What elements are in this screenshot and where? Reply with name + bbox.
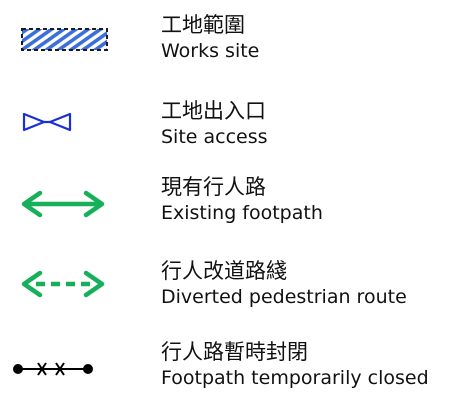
legend-label-en: Diverted pedestrian route xyxy=(161,286,407,308)
site-access-bowtie-icon xyxy=(22,112,72,132)
legend-label-zh: 行人路暫時封閉 xyxy=(161,340,308,364)
legend-label-en: Site access xyxy=(161,126,268,148)
footpath-closed-crossed-line-icon xyxy=(13,362,93,376)
legend-label-en: Existing footpath xyxy=(161,202,323,224)
diverted-route-dashed-arrow-icon xyxy=(21,270,105,298)
legend-label-zh: 工地範圍 xyxy=(161,13,245,37)
legend-item-diverted-route: 行人改道路綫 Diverted pedestrian route xyxy=(0,250,463,322)
legend-label-en: Footpath temporarily closed xyxy=(161,367,429,389)
works-site-hatch-icon xyxy=(21,28,108,51)
existing-footpath-double-arrow-icon xyxy=(21,190,105,218)
legend-item-existing-footpath: 現有行人路 Existing footpath xyxy=(0,170,463,242)
legend-item-footpath-closed: 行人路暫時封閉 Footpath temporarily closed xyxy=(0,335,463,407)
legend-label-zh: 現有行人路 xyxy=(161,175,266,199)
legend-label-zh: 行人改道路綫 xyxy=(161,259,287,283)
legend-label-zh: 工地出入口 xyxy=(161,99,266,123)
legend-item-works-site: 工地範圍 Works site xyxy=(0,0,463,72)
legend-item-site-access: 工地出入口 Site access xyxy=(0,88,463,160)
legend-label-en: Works site xyxy=(161,40,260,62)
